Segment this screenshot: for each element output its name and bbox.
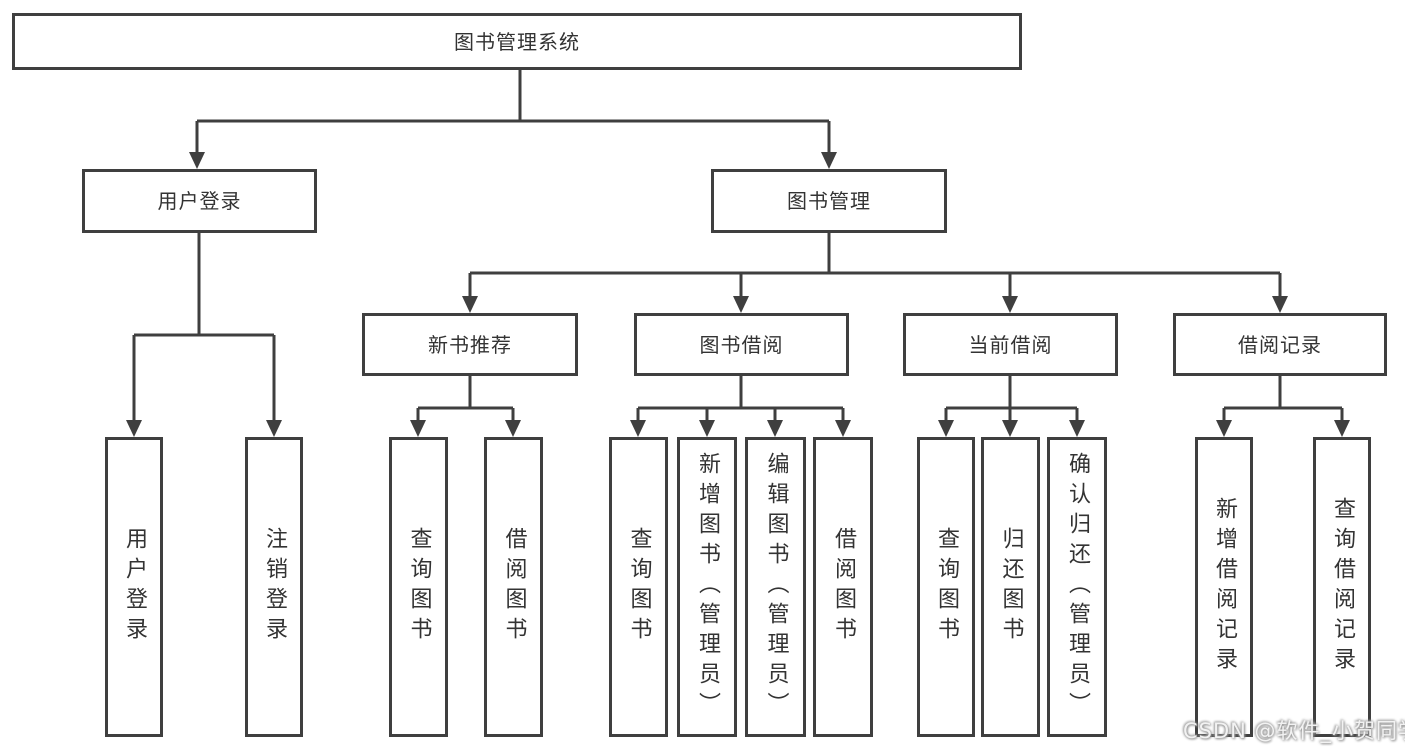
connector-root-to-level2 (189, 69, 837, 169)
leaf-bb-borrow-book: 借阅图书 (813, 437, 873, 737)
connector-borrow-records-children (1216, 376, 1350, 437)
leaf-bb-query-book: 查询图书 (609, 437, 668, 737)
arrowhead (1334, 420, 1350, 437)
node-book-management: 图书管理 (711, 169, 947, 233)
arrowhead (630, 420, 646, 437)
connector-current-borrow-children (938, 376, 1085, 437)
arrowhead (1069, 420, 1085, 437)
arrowhead (1002, 420, 1018, 437)
node-current-borrowing: 当前借阅 (903, 313, 1118, 376)
leaf-bb-edit-book-admin: 编辑图书（管理员） (745, 437, 806, 737)
leaf-br-query-borrow-record: 查询借阅记录 (1313, 437, 1371, 737)
arrowhead (126, 420, 142, 437)
leaf-br-add-borrow-record: 新增借阅记录 (1195, 437, 1253, 737)
node-borrowing-records: 借阅记录 (1173, 313, 1387, 376)
arrowhead (505, 420, 521, 437)
leaf-rec-borrow-book: 借阅图书 (484, 437, 543, 737)
arrowhead (462, 296, 478, 313)
arrowhead (699, 420, 715, 437)
leaf-user-login: 用户登录 (105, 437, 163, 737)
leaf-cb-return-book: 归还图书 (981, 437, 1040, 737)
arrowhead (266, 420, 282, 437)
leaf-cb-confirm-return-admin: 确认归还（管理员） (1047, 437, 1107, 737)
node-book-borrowing: 图书借阅 (634, 313, 849, 376)
node-new-book-recommendation: 新书推荐 (362, 313, 578, 376)
leaf-rec-query-book: 查询图书 (389, 437, 448, 737)
node-root-library-management-system: 图书管理系统 (12, 13, 1022, 70)
arrowhead (189, 152, 205, 169)
connector-book-borrow-children (630, 376, 851, 437)
arrowhead (410, 420, 426, 437)
leaf-logout: 注销登录 (245, 437, 303, 737)
csdn-watermark: CSDN @软件_小贺同学 (1183, 719, 1405, 743)
connector-user-login-children (126, 233, 282, 437)
arrowhead (1216, 420, 1232, 437)
connector-book-mgmt-children (462, 233, 1288, 313)
node-user-login: 用户登录 (82, 169, 317, 233)
arrowhead (767, 420, 783, 437)
connector-new-book-rec-children (410, 376, 521, 437)
arrowhead (733, 296, 749, 313)
arrowhead (821, 152, 837, 169)
leaf-bb-add-book-admin: 新增图书（管理员） (677, 437, 737, 737)
arrowhead (835, 420, 851, 437)
arrowhead (938, 420, 954, 437)
leaf-cb-query-book: 查询图书 (917, 437, 975, 737)
arrowhead (1002, 296, 1018, 313)
arrowhead (1272, 296, 1288, 313)
